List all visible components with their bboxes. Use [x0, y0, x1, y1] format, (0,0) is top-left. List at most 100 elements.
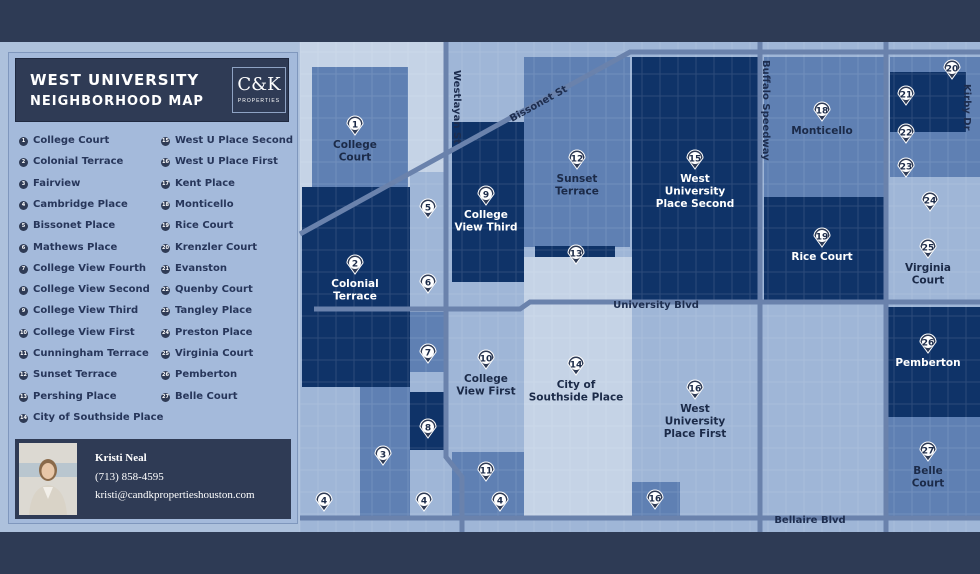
map-pin-dot — [349, 118, 361, 130]
area-label-14[interactable]: Southside Place — [529, 392, 624, 404]
map-pin-icon[interactable]: 15 — [686, 149, 704, 170]
map-pin-icon[interactable]: 9 — [477, 185, 495, 206]
area-label-16[interactable]: West — [680, 403, 710, 415]
map-block[interactable] — [764, 310, 888, 517]
map-pin-icon[interactable]: 4 — [315, 491, 333, 512]
map-pin-icon[interactable]: 16 — [686, 379, 704, 400]
agent-contact-card: Kristi Neal (713) 858-4595 kristi@candkp… — [15, 439, 291, 519]
map-pin-icon[interactable]: 27 — [919, 441, 937, 462]
area-label-12[interactable]: Sunset — [557, 173, 598, 185]
map-pin-icon[interactable]: 3 — [374, 445, 392, 466]
map-pin-icon[interactable]: 21 — [897, 85, 915, 106]
agent-phone[interactable]: (713) 858-4595 — [95, 471, 164, 483]
map-pin-icon[interactable]: 19 — [813, 227, 831, 248]
legend-label: Sunset Terrace — [33, 369, 118, 381]
map-pin-icon[interactable]: 23 — [897, 157, 915, 178]
info-panel: WEST UNIVERSITY NEIGHBORHOOD MAP C&K PRO… — [8, 52, 298, 524]
legend-label: College Court — [33, 135, 110, 146]
area-label-27[interactable]: Court — [912, 478, 945, 490]
map-block[interactable] — [890, 72, 966, 132]
map-pin-icon[interactable]: 16 — [646, 489, 664, 510]
map-pin-number: 14 — [570, 361, 583, 371]
map-block[interactable] — [764, 57, 888, 197]
map-pin-icon[interactable]: 7 — [419, 343, 437, 364]
area-label-15[interactable]: University — [665, 186, 726, 198]
area-label-15[interactable]: Place Second — [656, 198, 735, 210]
map-block[interactable] — [302, 187, 410, 312]
map-pin-icon[interactable]: 10 — [477, 349, 495, 370]
map-pin-icon[interactable]: 6 — [419, 273, 437, 294]
bottom-band — [0, 532, 980, 574]
legend-number-badge: 6 — [19, 243, 28, 253]
map-pin-icon[interactable]: 1 — [346, 115, 364, 136]
area-label-26[interactable]: Pemberton — [895, 357, 960, 369]
area-label-9[interactable]: View Third — [455, 222, 518, 234]
map-pin-icon[interactable]: 4 — [491, 491, 509, 512]
legend-number-badge: 16 — [161, 158, 170, 168]
map-block[interactable] — [632, 57, 758, 302]
area-label-25[interactable]: Virginia — [905, 262, 951, 274]
area-label-12[interactable]: Terrace — [555, 186, 599, 198]
map-pin-icon[interactable]: 26 — [919, 333, 937, 354]
map-block[interactable] — [764, 197, 888, 302]
map-pin-number: 6 — [425, 279, 431, 289]
area-label-10[interactable]: View First — [456, 386, 515, 398]
map-pin-icon[interactable]: 4 — [415, 491, 433, 512]
street-grid — [299, 42, 980, 532]
map-pin-icon[interactable]: 20 — [943, 59, 961, 80]
map-pin-icon[interactable]: 18 — [813, 101, 831, 122]
area-label-19[interactable]: Rice Court — [791, 251, 852, 263]
map-pin-icon[interactable]: 11 — [477, 461, 495, 482]
map-pin-icon[interactable]: 5 — [419, 198, 437, 219]
map-pin-dot — [377, 448, 389, 460]
area-label-16[interactable]: Place First — [664, 428, 727, 440]
map-pin-icon[interactable]: 8 — [419, 418, 437, 439]
legend-number-badge: 15 — [161, 137, 170, 146]
legend-number-badge: 7 — [19, 264, 28, 274]
map-pin-icon[interactable]: 13 — [567, 244, 585, 265]
map-block[interactable] — [888, 307, 980, 417]
map-pin-icon[interactable]: 25 — [919, 238, 937, 259]
agent-email[interactable]: kristi@candkpropertieshouston.com — [95, 489, 255, 501]
area-label-1[interactable]: Court — [339, 152, 372, 164]
map-block[interactable] — [452, 312, 524, 452]
map-pin-icon[interactable]: 14 — [567, 355, 585, 376]
map-pin-number: 16 — [689, 385, 702, 395]
area-label-27[interactable]: Belle — [913, 465, 942, 477]
area-label-10[interactable]: College — [464, 373, 508, 385]
legend-label: Evanston — [175, 262, 227, 274]
map-block[interactable] — [302, 312, 410, 387]
map-pin-dot — [649, 492, 661, 504]
area-label-14[interactable]: City of — [557, 379, 596, 391]
map-pin-icon[interactable]: 12 — [568, 149, 586, 170]
legend-label: Rice Court — [175, 220, 234, 232]
area-label-1[interactable]: College — [333, 139, 377, 151]
legend-number-badge: 17 — [161, 179, 170, 189]
area-label-15[interactable]: West — [680, 173, 710, 185]
map-pin-icon[interactable]: 2 — [346, 254, 364, 275]
map-pin-number: 8 — [425, 424, 431, 434]
area-label-2[interactable]: Colonial — [331, 278, 379, 290]
map-pin-icon[interactable]: 22 — [897, 123, 915, 144]
map-pin-icon[interactable]: 24 — [921, 191, 939, 212]
legend-number-badge: 19 — [161, 222, 170, 232]
map-block[interactable] — [888, 417, 980, 517]
map-pin-number: 16 — [649, 495, 662, 505]
area-label-2[interactable]: Terrace — [333, 291, 377, 303]
legend-label: Preston Place — [175, 326, 253, 338]
area-label-18[interactable]: Monticello — [791, 125, 853, 137]
area-label-25[interactable]: Court — [912, 275, 945, 287]
area-label-16[interactable]: University — [665, 416, 726, 428]
map-pin-dot — [480, 188, 492, 200]
area-label-9[interactable]: College — [464, 209, 508, 221]
